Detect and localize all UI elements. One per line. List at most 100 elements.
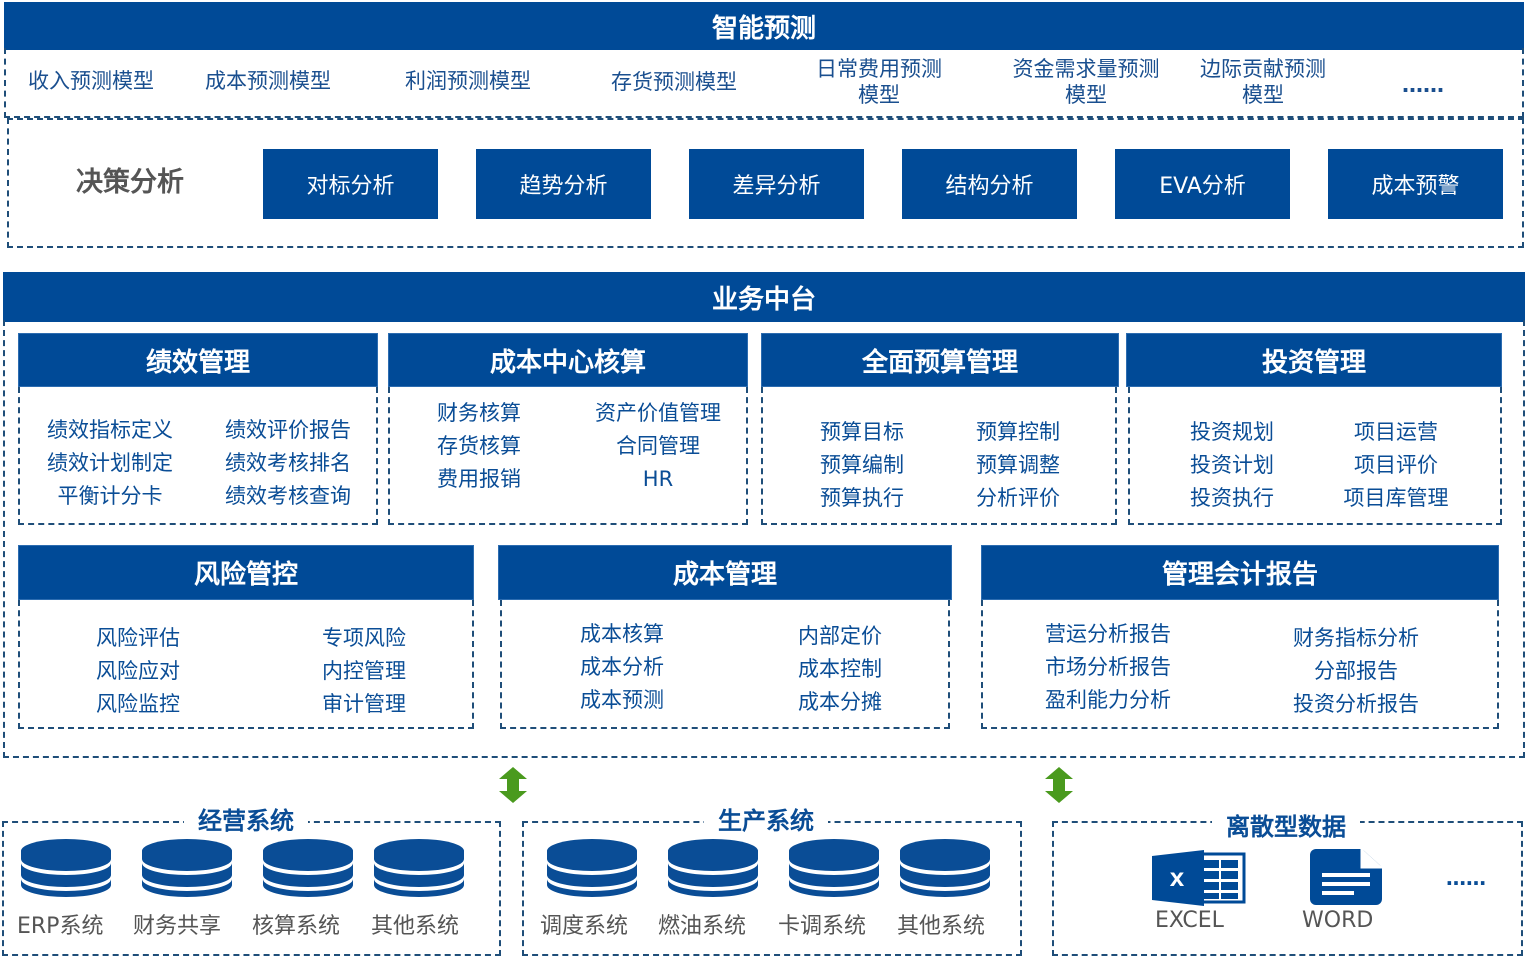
production-systems-title: 生产系统	[704, 801, 828, 836]
module-header-cost-center[interactable]: 成本中心核算	[388, 333, 748, 387]
module-items-right: 内部定价 成本控制 成本分摊	[786, 620, 894, 719]
module-items-left: 投资规划 投资计划 投资执行	[1178, 416, 1286, 515]
model-item[interactable]: 收入预测模型	[28, 69, 154, 93]
module-item[interactable]: 合同管理	[616, 434, 700, 458]
database-icon	[900, 839, 990, 897]
module-item[interactable]: 内部定价	[798, 624, 882, 648]
file-label-excel: EXCEL	[1155, 908, 1224, 933]
module-item[interactable]: 成本分析	[580, 655, 664, 679]
more-data-ellipsis: ……	[1446, 866, 1486, 890]
file-label-word: WORD	[1302, 908, 1374, 933]
module-item[interactable]: 资产价值管理	[595, 401, 721, 425]
module-item[interactable]: 项目运营	[1354, 420, 1438, 444]
model-item[interactable]: 存货预测模型	[611, 70, 737, 94]
module-header-investment[interactable]: 投资管理	[1126, 333, 1502, 387]
module-item[interactable]: 预算控制	[976, 420, 1060, 444]
module-item[interactable]: 绩效考核排名	[225, 451, 351, 475]
module-header-performance[interactable]: 绩效管理	[18, 333, 378, 387]
module-item[interactable]: 内控管理	[322, 659, 406, 683]
module-item[interactable]: 专项风险	[322, 626, 406, 650]
benchmark-analysis-button[interactable]: 对标分析	[263, 149, 438, 219]
module-item[interactable]: 预算目标	[820, 420, 904, 444]
module-item[interactable]: HR	[642, 467, 674, 491]
module-body-risk	[18, 600, 474, 729]
model-item[interactable]: 成本预测模型	[205, 69, 331, 93]
module-header-budget[interactable]: 全面预算管理	[761, 333, 1119, 387]
module-item[interactable]: 成本核算	[580, 622, 664, 646]
module-item[interactable]: 存货核算	[437, 434, 521, 458]
module-item[interactable]: 成本分摊	[798, 690, 882, 714]
module-item[interactable]: 预算调整	[976, 453, 1060, 477]
database-icon	[374, 839, 464, 897]
module-item[interactable]: 绩效计划制定	[47, 451, 173, 475]
model-item[interactable]: 利润预测模型	[405, 69, 531, 93]
module-items-right: 预算控制 预算调整 分析评价	[964, 416, 1072, 515]
module-item[interactable]: 绩效指标定义	[47, 418, 173, 442]
module-item[interactable]: 风险评估	[96, 626, 180, 650]
system-label-erp[interactable]: ERP系统	[17, 914, 104, 939]
system-label-accounting[interactable]: 核算系统	[252, 914, 341, 939]
module-item[interactable]: 市场分析报告	[1045, 655, 1171, 679]
variance-analysis-button[interactable]: 差异分析	[689, 149, 864, 219]
module-body-cost-center	[388, 387, 748, 525]
module-item[interactable]: 成本控制	[798, 657, 882, 681]
module-items-right: 绩效评价报告 绩效考核排名 绩效考核查询	[218, 414, 358, 513]
model-item[interactable]: 资金需求量预测模型	[1012, 57, 1160, 107]
excel-icon[interactable]: x	[1152, 850, 1246, 906]
module-item[interactable]: 分部报告	[1314, 659, 1398, 683]
model-item[interactable]: 日常费用预测模型	[816, 57, 942, 107]
database-icon	[668, 839, 758, 897]
module-item[interactable]: 绩效考核查询	[225, 484, 351, 508]
operation-systems-title: 经营系统	[184, 801, 308, 836]
business-platform-box	[3, 320, 1525, 758]
module-body-management-report	[981, 600, 1499, 729]
module-item[interactable]: 审计管理	[322, 692, 406, 716]
structure-analysis-button[interactable]: 结构分析	[902, 149, 1077, 219]
module-item[interactable]: 费用报销	[437, 467, 521, 491]
module-items-left: 营运分析报告 市场分析报告 盈利能力分析	[1036, 618, 1180, 717]
module-item[interactable]: 风险监控	[96, 692, 180, 716]
trend-analysis-button[interactable]: 趋势分析	[476, 149, 651, 219]
word-document-icon[interactable]	[1310, 849, 1382, 905]
module-item[interactable]: 项目库管理	[1343, 486, 1449, 510]
module-item[interactable]: 投资执行	[1190, 486, 1274, 510]
module-items-left: 财务核算 存货核算 费用报销	[424, 397, 534, 496]
system-label-finance-sharing[interactable]: 财务共享	[133, 914, 222, 939]
bidirectional-arrow-icon	[1045, 767, 1073, 803]
system-label-card-dispatch[interactable]: 卡调系统	[778, 914, 867, 939]
eva-analysis-button[interactable]: EVA分析	[1115, 149, 1290, 219]
module-item[interactable]: 分析评价	[976, 486, 1060, 510]
module-item[interactable]: 投资规划	[1190, 420, 1274, 444]
module-body-investment	[1128, 387, 1502, 525]
module-header-cost-management[interactable]: 成本管理	[498, 545, 952, 600]
system-label-dispatch[interactable]: 调度系统	[540, 914, 629, 939]
decision-analysis-label: 决策分析	[76, 167, 184, 198]
module-item[interactable]: 风险应对	[96, 659, 180, 683]
module-item[interactable]: 财务指标分析	[1293, 626, 1419, 650]
module-item[interactable]: 盈利能力分析	[1045, 688, 1171, 712]
module-item[interactable]: 项目评价	[1354, 453, 1438, 477]
model-item[interactable]: 边际贡献预测模型	[1200, 57, 1326, 107]
system-label-other[interactable]: 其他系统	[897, 914, 986, 939]
svg-text:x: x	[1170, 862, 1185, 892]
module-body-performance	[18, 387, 378, 525]
module-item[interactable]: 财务核算	[437, 401, 521, 425]
system-label-fuel[interactable]: 燃油系统	[658, 914, 747, 939]
module-item[interactable]: 成本预测	[580, 688, 664, 712]
system-label-other[interactable]: 其他系统	[371, 914, 460, 939]
module-item[interactable]: 投资分析报告	[1293, 692, 1419, 716]
module-items-left: 绩效指标定义 绩效计划制定 平衡计分卡	[40, 414, 180, 513]
module-header-risk[interactable]: 风险管控	[18, 545, 474, 600]
module-item[interactable]: 营运分析报告	[1045, 622, 1171, 646]
module-item[interactable]: 平衡计分卡	[57, 484, 163, 508]
module-item[interactable]: 预算执行	[820, 486, 904, 510]
module-item[interactable]: 投资计划	[1190, 453, 1274, 477]
module-header-management-report[interactable]: 管理会计报告	[981, 545, 1499, 600]
module-item[interactable]: 预算编制	[820, 453, 904, 477]
module-items-left: 风险评估 风险应对 风险监控	[84, 622, 192, 721]
decision-analysis-box	[7, 118, 1524, 248]
forecast-models-box	[4, 48, 1524, 118]
module-item[interactable]: 绩效评价报告	[225, 418, 351, 442]
module-items-right: 专项风险 内控管理 审计管理	[310, 622, 418, 721]
cost-warning-button[interactable]: 成本预警	[1328, 149, 1503, 219]
